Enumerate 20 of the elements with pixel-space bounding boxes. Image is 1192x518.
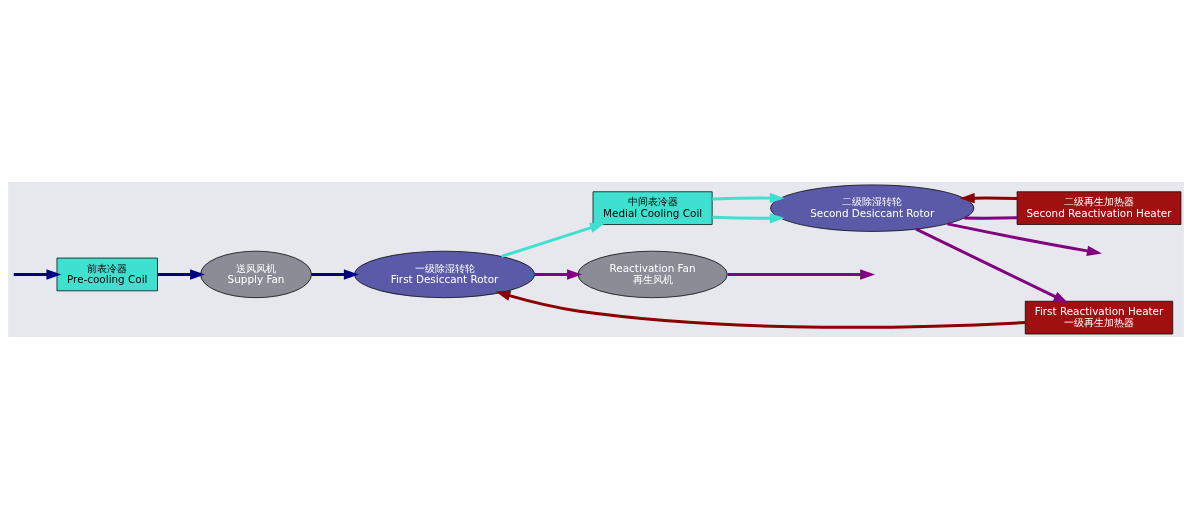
arrow [727, 268, 876, 280]
node-box: 二级再生加热器 Second Reactivation Heater [1016, 190, 1182, 225]
arrow [311, 268, 359, 280]
arrow [947, 221, 1102, 256]
node-box: 中间表冷器 Medial Cooling Coil [592, 190, 713, 225]
arrow [915, 227, 1069, 303]
node-box: First Reactivation Heater 一级再生加热器 [1024, 300, 1174, 334]
arrow [13, 268, 62, 280]
node-ellipse: 一级除湿转轮 First Desiccant Rotor [354, 250, 535, 298]
arrow [959, 192, 1017, 203]
arrow [157, 268, 205, 280]
arrow [534, 268, 582, 280]
node-ellipse: Reactivation Fan 再生风机 [577, 250, 728, 298]
arrow [712, 192, 785, 203]
connector [964, 215, 1017, 220]
node-ellipse: 送风风机 Supply Fan [200, 250, 312, 298]
arrow [495, 290, 1026, 329]
arrow [712, 212, 785, 223]
arrow [501, 222, 605, 258]
node-box: 前表冷器 Pre-cooling Coil [56, 257, 158, 291]
